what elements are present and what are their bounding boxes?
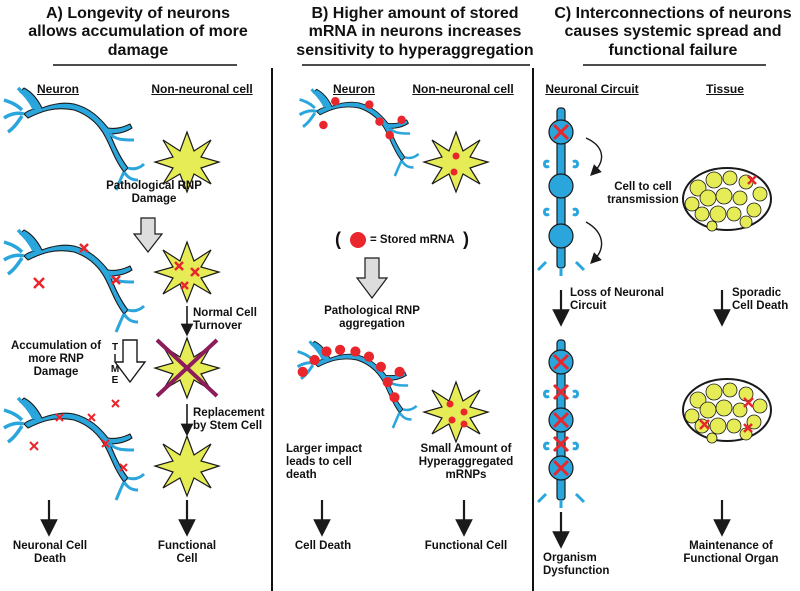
column-header-neuron: Neuron (333, 82, 375, 96)
neuron-with-mrna (298, 87, 421, 178)
damage-cross (552, 353, 570, 477)
outcome-neuronal-death: Neuronal Cell Death (12, 540, 88, 566)
legend-close-paren: ) (463, 229, 469, 249)
curved-arrow (585, 221, 603, 264)
label-loss-circuit: Loss of Neuronal Circuit (570, 287, 664, 313)
mrna-legend-dot (350, 232, 366, 248)
hollow-down-arrow (132, 217, 164, 253)
label-rnp-aggregation: Pathological RNP aggregation (324, 305, 420, 331)
neuron-hyperaggregated (296, 339, 419, 430)
neuron-healthy (2, 86, 146, 192)
label-replacement: Replacement by Stem Cell (193, 407, 265, 433)
label-sporadic-death: Sporadic Cell Death (732, 287, 789, 313)
label-transmission: Cell to cell transmission (607, 181, 679, 207)
hollow-down-arrow (113, 339, 147, 384)
neuron-damaged (2, 228, 146, 334)
column-header-non-neuronal: Non-neuronal cell (151, 82, 253, 96)
column-header-circuit: Neuronal Circuit (545, 82, 639, 96)
hollow-down-arrow (355, 257, 389, 299)
non-neuronal-cell-aggregated (423, 381, 489, 443)
label-normal-turnover: Normal Cell Turnover (193, 307, 257, 333)
outcome-functional-cell: Functional Cell (424, 540, 508, 552)
tissue-healthy (682, 167, 772, 232)
panel-c-title: C) Interconnections of neurons causes sy… (554, 5, 792, 59)
label-pathological-damage: Pathological RNP Damage (106, 180, 202, 206)
label-accumulation: Accumulation of more RNP Damage (10, 340, 102, 379)
column-header-tissue: Tissue (706, 82, 744, 96)
legend-stored-mrna: = Stored mRNA (370, 234, 455, 246)
legend-open-paren: ( (335, 229, 341, 249)
label-larger-impact: Larger impact leads to cell death (286, 443, 363, 482)
label-small-amount: Small Amount of Hyperaggregated mRNPs (418, 443, 514, 482)
outcome-functional-organ: Maintenance of Functional Organ (683, 540, 779, 566)
panel-b-title: B) Higher amount of stored mRNA in neuro… (296, 5, 534, 59)
non-neuronal-cell-damaged (154, 241, 220, 303)
non-neuronal-cell (423, 131, 489, 193)
curved-arrow (585, 137, 603, 176)
tissue-sporadic-death (682, 378, 772, 444)
damage-cross (552, 123, 570, 141)
outcome-cell-death: Cell Death (294, 540, 352, 552)
outcome-functional-cell: Functional Cell (157, 540, 217, 566)
non-neuronal-cell-dying (154, 337, 220, 399)
column-header-non-neuronal: Non-neuronal cell (412, 82, 514, 96)
outcome-organism-dysfunction: Organism Dysfunction (543, 552, 610, 578)
column-header-neuron: Neuron (37, 82, 79, 96)
non-neuronal-cell-replaced (154, 435, 220, 497)
neuron-heavily-damaged (2, 396, 146, 502)
neuronal-circuit-lost (536, 339, 586, 508)
panel-a-title: A) Longevity of neurons allows accumulat… (28, 5, 248, 59)
